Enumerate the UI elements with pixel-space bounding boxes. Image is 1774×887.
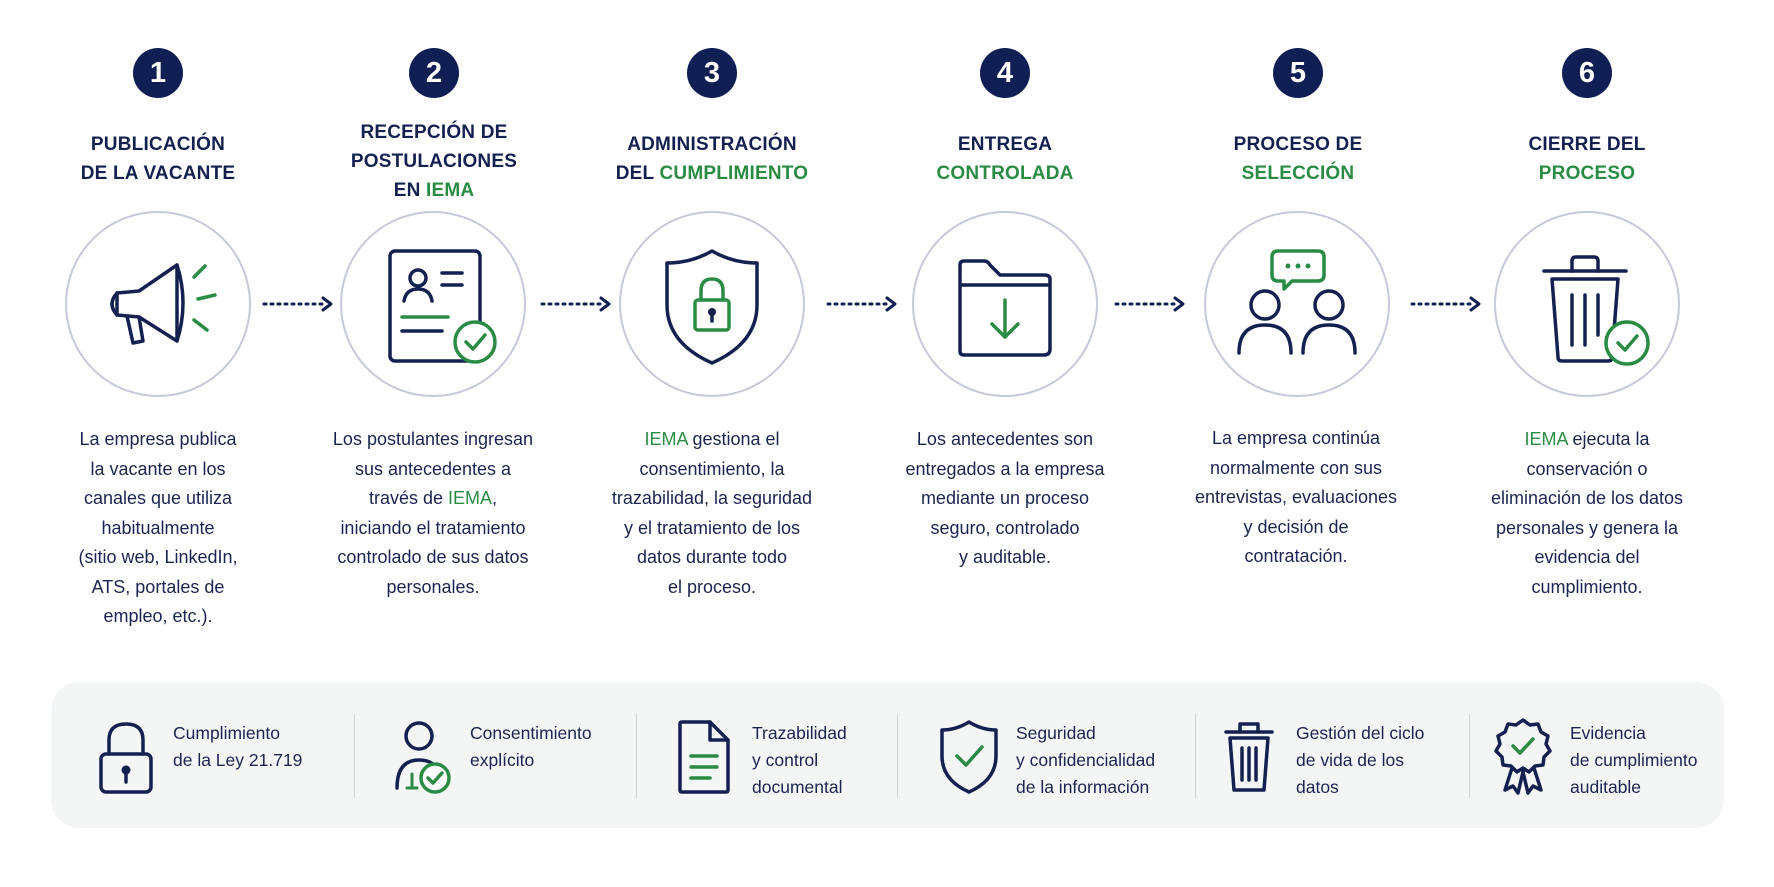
- step-number-1: 1: [133, 48, 183, 98]
- step-number-2: 2: [409, 48, 459, 98]
- interview-circle: [1204, 211, 1390, 397]
- award-ribbon-icon: [1494, 718, 1552, 795]
- flow-arrow-3: [826, 296, 897, 312]
- application-circle: [340, 211, 526, 397]
- feature-text-trazabilidad: Trazabilidad y control documental: [752, 723, 847, 797]
- shield-circle: [619, 211, 805, 397]
- megaphone-circle: [65, 211, 251, 397]
- trash-circle: [1494, 211, 1680, 397]
- step-number-3: 3: [687, 48, 737, 98]
- feature-divider: [1469, 714, 1470, 798]
- feature-divider: [1195, 714, 1196, 798]
- feature-text-ciclo-vida: Gestión del ciclo de vida de los datos: [1296, 723, 1425, 797]
- flow-arrow-2: [540, 296, 611, 312]
- shield-lock-icon: [665, 249, 759, 365]
- step-title-1: PUBLICACIÓN DE LA VACANTE: [80, 134, 236, 184]
- feature-text-consentimiento: Consentimiento explícito: [470, 723, 592, 770]
- step-title-4: ENTREGA CONTROLADA: [936, 134, 1074, 184]
- user-check-icon: [395, 721, 451, 794]
- lock-icon: [99, 722, 153, 794]
- step-number-4: 4: [980, 48, 1030, 98]
- step-title-2: RECEPCIÓN DE POSTULACIONES EN IEMA: [350, 122, 518, 201]
- feature-divider: [354, 714, 355, 798]
- step-title-3: ADMINISTRACIÓN DEL CUMPLIMIENTO: [615, 134, 809, 184]
- feature-divider: [636, 714, 637, 798]
- step-number-5: 5: [1273, 48, 1323, 98]
- flow-arrow-4: [1114, 296, 1185, 312]
- step-number-6: 6: [1562, 48, 1612, 98]
- document-icon: [678, 720, 730, 794]
- trash-check-icon: [1542, 255, 1650, 366]
- step-desc-4: Los antecedentes son entregados a la emp…: [905, 429, 1105, 567]
- feature-text-seguridad: Seguridad y confidencialidad de la infor…: [1016, 723, 1156, 797]
- interview-people-icon: [1237, 249, 1357, 355]
- feature-text-ley: Cumplimiento de la Ley 21.719: [173, 723, 303, 770]
- step-desc-3: IEMA gestiona el consentimiento, la traz…: [611, 429, 813, 597]
- flow-arrow-5: [1410, 296, 1481, 312]
- folder-download-icon: [958, 259, 1052, 357]
- feature-text-evidencia: Evidencia de cumplimiento auditable: [1570, 723, 1698, 797]
- step-desc-1: La empresa publica la vacante en los can…: [78, 429, 238, 626]
- folder-circle: [912, 211, 1098, 397]
- application-form-check-icon: [388, 249, 497, 364]
- step-desc-5: La empresa continúa normalmente con sus …: [1194, 428, 1398, 566]
- step-title-6: CIERRE DEL PROCESO: [1528, 134, 1646, 184]
- features-panel: [51, 682, 1724, 828]
- trash-icon: [1224, 722, 1274, 792]
- flow-arrow-1: [262, 296, 333, 312]
- step-desc-2: Los postulantes ingresan sus antecedente…: [332, 429, 534, 597]
- step-desc-6: IEMA ejecuta la conservación o eliminaci…: [1490, 429, 1684, 597]
- megaphone-icon: [110, 263, 217, 345]
- step-title-5: PROCESO DE SELECCIÓN: [1233, 134, 1363, 184]
- feature-divider: [897, 714, 898, 798]
- shield-check-icon: [940, 720, 998, 794]
